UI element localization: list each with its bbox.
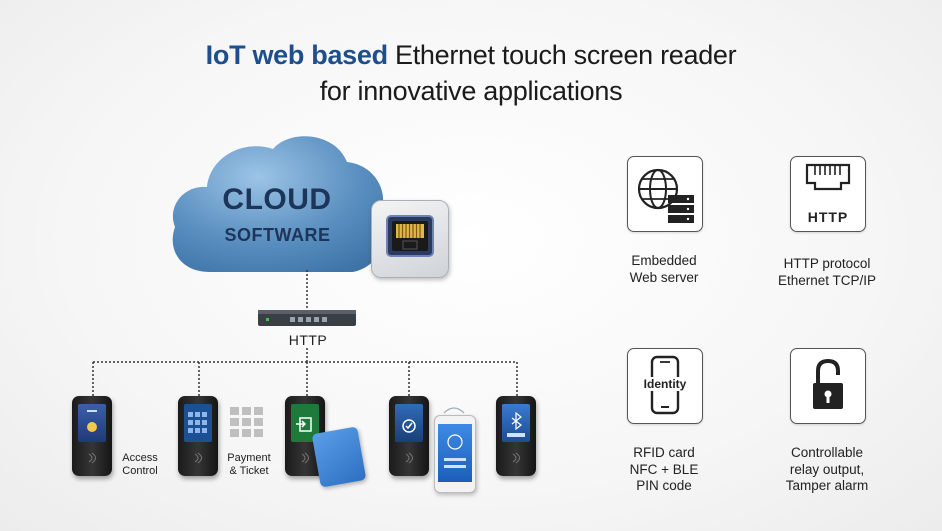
feature-line: Web server <box>629 269 699 285</box>
feature-line: Controllable <box>790 445 864 460</box>
page-title-line2: for innovative applications <box>319 76 623 106</box>
feature-web-server: Embedded Web server <box>594 253 734 286</box>
caption-line: Access <box>122 452 158 464</box>
http-icon-text: HTTP <box>807 209 849 225</box>
page-title-line1: IoT web based Ethernet touch screen read… <box>0 40 942 71</box>
caption-payment: Payment & Ticket <box>224 452 274 478</box>
title-highlight: IoT web based <box>205 40 388 70</box>
feature-line: Embedded <box>631 253 697 268</box>
caption-line: Payment <box>227 452 271 464</box>
nfc-icon <box>512 452 520 464</box>
feature-http: HTTP protocol Ethernet TCP/IP <box>757 256 897 289</box>
padlock-icon <box>790 348 866 424</box>
identity-text: Identity <box>638 377 692 391</box>
rfid-card-icon <box>311 426 367 488</box>
identity-phone-icon: Identity <box>627 348 703 424</box>
caption-line: & Ticket <box>229 465 269 477</box>
feature-line: Ethernet TCP/IP <box>777 272 877 288</box>
ethernet-http-icon: HTTP <box>790 156 866 232</box>
reader-screen <box>395 404 423 442</box>
feature-line: Tamper alarm <box>785 478 869 493</box>
nfc-icon <box>194 452 202 464</box>
reader-payment <box>178 396 218 476</box>
caption-access-control: Access Control <box>118 452 162 478</box>
nfc-icon <box>301 452 309 464</box>
cloud-icon <box>172 136 386 272</box>
reader-ble <box>496 396 536 476</box>
feature-line: RFID card <box>633 445 695 460</box>
cloud-subtitle: SOFTWARE <box>224 225 331 245</box>
feature-relay: Controllable relay output, Tamper alarm <box>757 445 897 495</box>
reader-mobile <box>389 396 429 476</box>
caption-line: Control <box>122 465 158 477</box>
phone-screen <box>438 424 472 482</box>
wireless-icon <box>443 407 465 414</box>
feature-rfid: RFID card NFC + BLE PIN code <box>594 445 734 495</box>
smartphone-icon <box>434 415 476 493</box>
feature-line: NFC + BLE <box>629 461 699 477</box>
network-switch-icon <box>258 310 356 326</box>
reader-screen <box>184 404 212 442</box>
reader-screen <box>78 404 106 442</box>
feature-line: HTTP protocol <box>783 256 871 271</box>
ethernet-port-icon <box>371 200 449 278</box>
reader-access-control <box>72 396 112 476</box>
nfc-icon <box>405 452 413 464</box>
feature-line: relay output, <box>789 461 865 477</box>
reader-screen <box>502 404 530 442</box>
web-server-icon <box>627 156 703 232</box>
title-rest: Ethernet touch screen reader <box>387 40 737 70</box>
cloud-title: CLOUD <box>222 183 332 216</box>
nfc-icon <box>88 452 96 464</box>
keypad-icon <box>230 407 263 437</box>
feature-line: PIN code <box>636 478 692 493</box>
switch-http-label: HTTP <box>288 332 328 348</box>
